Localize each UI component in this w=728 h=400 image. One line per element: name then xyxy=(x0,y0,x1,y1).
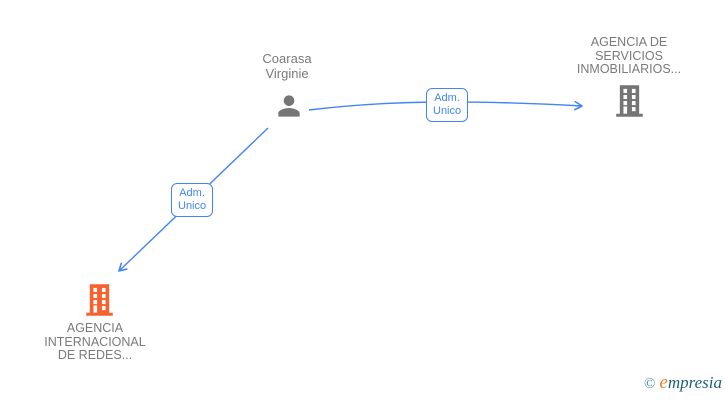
person-name-line2: Virginie xyxy=(265,65,309,81)
agencia-redes-line1: AGENCIA xyxy=(66,321,124,335)
empresia-logo[interactable]: ©empresia xyxy=(644,372,722,394)
edge-label-line2: Unico xyxy=(178,200,207,212)
agencia-servicios-line1: AGENCIA DE xyxy=(590,35,668,49)
node-label-agencia-servicios[interactable]: AGENCIA DE SERVICIOS INMOBILIARIOS... xyxy=(559,35,699,77)
building-icon xyxy=(86,284,113,316)
node-agencia-redes[interactable] xyxy=(85,284,114,321)
agencia-servicios-line3: INMOBILIARIOS... xyxy=(576,62,682,76)
edge-label-adm-unico-left: Adm. Unico xyxy=(171,183,214,217)
building-icon xyxy=(616,85,643,117)
person-name-line1: Coarasa xyxy=(262,51,312,66)
node-person[interactable] xyxy=(273,90,305,127)
node-agencia-servicios[interactable] xyxy=(615,85,644,122)
brand-initial: e xyxy=(659,372,668,393)
agencia-servicios-line2: SERVICIOS xyxy=(595,48,663,63)
node-label-agencia-redes[interactable]: AGENCIA INTERNACIONAL DE REDES... xyxy=(25,321,165,363)
copyright-symbol: © xyxy=(644,376,656,392)
agencia-redes-line3: DE REDES... xyxy=(57,348,133,362)
person-icon xyxy=(278,95,300,117)
edge-label-line1: Adm. xyxy=(179,187,205,199)
edge-label-adm-unico-right: Adm. Unico xyxy=(426,88,469,122)
edge-label-line1: Adm. xyxy=(434,92,460,104)
agencia-redes-line2: INTERNACIONAL xyxy=(44,334,146,349)
brand-name: mpresia xyxy=(667,373,722,392)
node-label-person[interactable]: Coarasa Virginie xyxy=(217,51,357,81)
edge-label-line2: Unico xyxy=(433,105,462,117)
